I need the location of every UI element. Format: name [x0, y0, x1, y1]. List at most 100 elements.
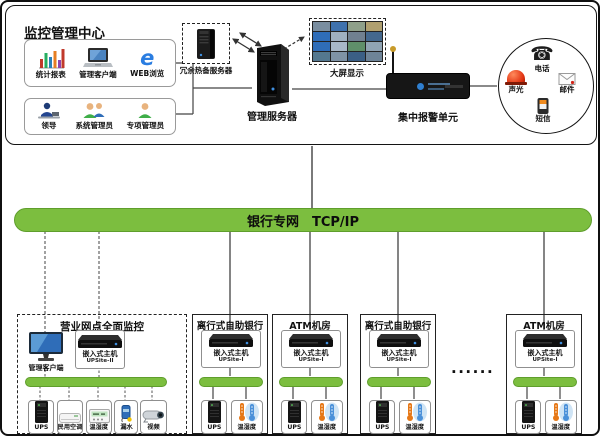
device-sublabel: UPSite-I — [386, 357, 412, 364]
ups-icon — [521, 400, 536, 423]
standby-server-label: 冗余热备服务器 — [179, 66, 233, 75]
sensor-ups: UPS — [369, 400, 395, 434]
tool-statistics: 统计报表 — [36, 47, 66, 80]
sensor-ups: UPS — [515, 400, 541, 434]
sensor-temp-humidity: 温湿度 — [231, 400, 263, 434]
tool-label: WEB浏览 — [130, 68, 165, 78]
alarm-unit-label: 集中报警单元 — [398, 113, 458, 124]
embedded-host-icon — [207, 334, 255, 348]
video-wall-icon — [312, 21, 383, 62]
client-tools-panel: 统计报表 管理客户端 e WEB浏览 — [24, 39, 176, 87]
site-branch-monitoring: 营业网点全面监控 管理客户端 — [17, 314, 187, 434]
channel-label: 声光 — [508, 85, 524, 94]
embedded-host-device: 嵌入式主机 UPSite-I — [369, 330, 429, 368]
embedded-host-device: 嵌入式主机 UPSite-II — [75, 330, 125, 369]
sensor-temp-humidity: 温湿度 — [545, 400, 577, 434]
server-tower-icon — [195, 28, 217, 60]
site-offsite-self-service-bank: 离行式自助银行 嵌入式主机 UPSite-I UPS 温湿度 — [192, 314, 268, 434]
site-network-bus — [279, 377, 343, 387]
site-network-bus — [513, 377, 577, 387]
role-label: 系统管理员 — [75, 121, 113, 131]
display-wall-label: 大屏显示 — [329, 69, 364, 79]
bank-network-bus: 银行专网 TCP/IP — [14, 208, 592, 232]
mail-icon — [558, 73, 576, 85]
thermometers-icon — [314, 402, 340, 423]
laptop-icon — [82, 47, 113, 69]
channel-mail: 邮件 — [558, 73, 576, 95]
site-offsite-self-service-bank: 离行式自助银行 嵌入式主机 UPSite-I UPS 温湿度 — [360, 314, 436, 434]
sms-icon — [537, 98, 549, 114]
client-monitor-device: 管理客户端 — [27, 332, 65, 372]
sensor-label: UPS — [520, 422, 535, 431]
device-sublabel: UPSite-I — [532, 357, 558, 364]
embedded-host-icon — [375, 334, 423, 348]
embedded-host-icon — [78, 334, 122, 349]
device-label: 嵌入式主机 — [527, 349, 563, 358]
bar-chart-icon — [37, 47, 65, 69]
tool-label: 管理客户端 — [79, 69, 117, 79]
sensor-temp-humidity: 温湿度 — [86, 400, 112, 434]
site-title: 离行式自助银行 — [196, 321, 264, 332]
device-label: 嵌入式主机 — [82, 349, 118, 358]
tool-management-client: 管理客户端 — [79, 47, 117, 80]
alert-channels-circle: ☎ 电话 声光 邮件 短信 — [498, 38, 594, 134]
antenna-icon — [390, 46, 396, 74]
sensor-video: 视频 — [140, 400, 167, 434]
temp-humidity-panel-icon — [88, 408, 110, 423]
sensor-label: UPS — [286, 422, 301, 431]
thermometers-icon — [234, 402, 260, 423]
leader-icon — [36, 102, 62, 120]
embedded-host-device: 嵌入式主机 UPSite-I — [515, 330, 575, 368]
water-leak-icon — [119, 404, 133, 423]
channel-label: 电话 — [534, 64, 550, 73]
channel-label: 短信 — [535, 114, 551, 123]
sensor-label: UPS — [206, 422, 221, 431]
site-atm-room: ATM机房 嵌入式主机 UPSite-I UPS 温湿度 — [506, 314, 582, 434]
control-center-section: 监控管理中心 — [5, 5, 597, 145]
role-label: 专项管理员 — [126, 121, 165, 131]
device-label: 嵌入式主机 — [381, 349, 417, 358]
device-label: 嵌入式主机 — [293, 349, 329, 358]
device-sublabel: UPSite-I — [218, 357, 244, 364]
air-conditioner-icon — [59, 412, 81, 423]
ups-icon — [375, 400, 390, 423]
display-wall-box — [309, 18, 386, 65]
sensor-water-leak: 漏水 — [114, 400, 138, 434]
role-leader: 领导 — [36, 102, 62, 131]
sensor-label: 温湿度 — [551, 422, 571, 431]
role-label: 领导 — [41, 121, 57, 131]
site-network-bus — [367, 377, 431, 387]
site-title: ATM机房 — [523, 321, 565, 332]
ups-icon — [207, 400, 222, 423]
management-server-device — [251, 44, 293, 106]
device-label: 嵌入式主机 — [213, 349, 249, 358]
channel-phone: ☎ 电话 — [530, 45, 554, 74]
site-atm-room: ATM机房 嵌入式主机 UPSite-I UPS 温湿度 — [272, 314, 348, 434]
role-special-admin: 专项管理员 — [126, 102, 165, 131]
phone-icon: ☎ — [530, 43, 554, 65]
site-network-bus — [199, 377, 263, 387]
sensor-label: UPS — [374, 422, 389, 431]
alarm-unit-device — [386, 73, 470, 99]
operators-panel: 领导 系统管理员 专项管理员 — [24, 98, 176, 135]
sensor-label: UPS — [33, 422, 48, 431]
device-sublabel: UPSite-II — [86, 357, 114, 364]
sensor-label: 漏水 — [119, 422, 133, 431]
embedded-host-device: 嵌入式主机 UPSite-I — [201, 330, 261, 368]
sensor-ups: UPS — [28, 400, 54, 434]
ups-icon — [287, 400, 302, 423]
sensor-temp-humidity: 温湿度 — [399, 400, 431, 434]
thermometers-icon — [548, 402, 574, 423]
device-label: 管理客户端 — [28, 364, 64, 372]
site-title: ATM机房 — [289, 321, 331, 332]
management-server-label: 管理服务器 — [247, 112, 297, 123]
sensor-ups: UPS — [201, 400, 227, 434]
embedded-host-icon — [521, 334, 569, 348]
channel-sms: 短信 — [536, 98, 551, 124]
channel-label: 邮件 — [559, 85, 575, 94]
sensor-ups: UPS — [281, 400, 307, 434]
role-system-admin: 系统管理员 — [75, 102, 113, 131]
channel-siren: 声光 — [505, 70, 527, 95]
